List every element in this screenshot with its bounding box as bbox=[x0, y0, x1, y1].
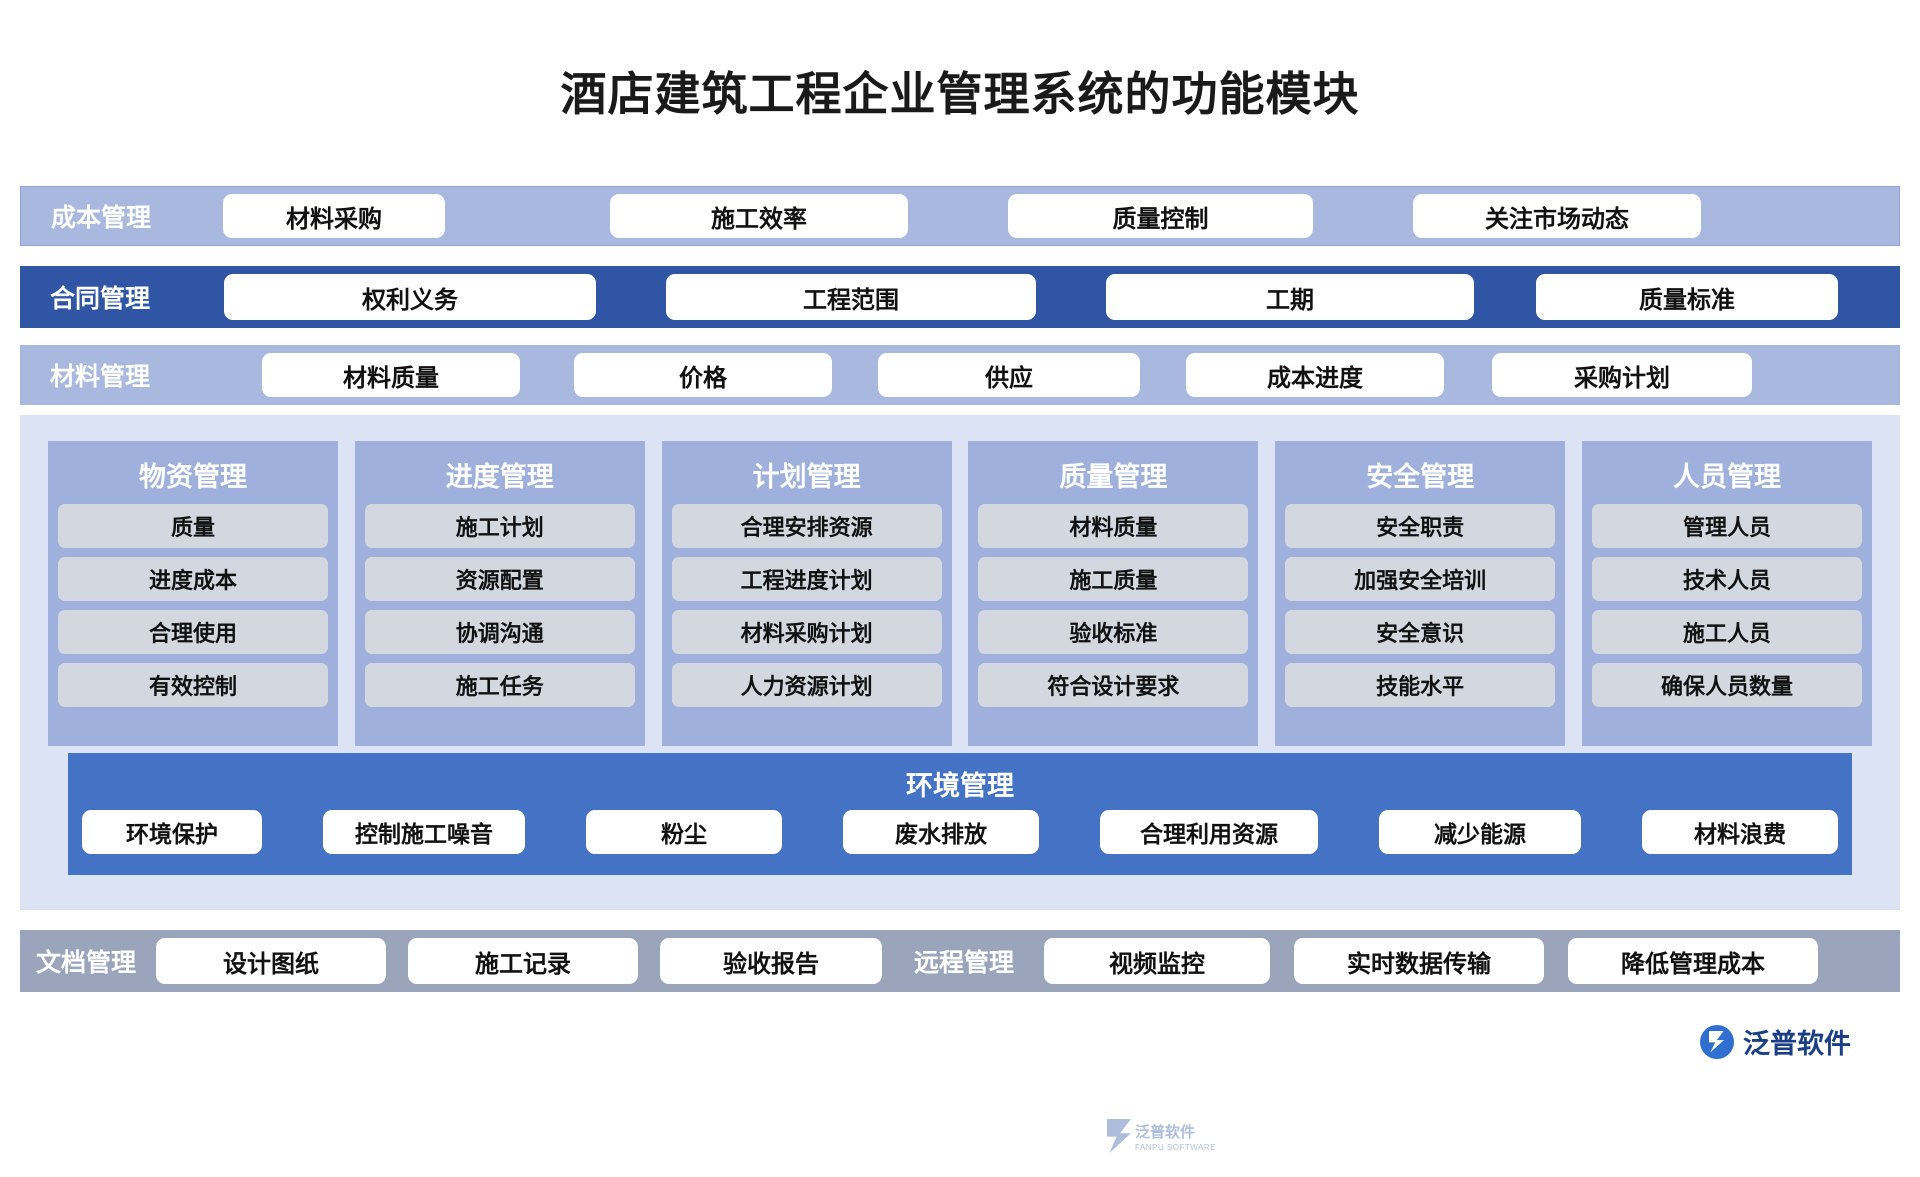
remote-item-1[interactable]: 视频监控 bbox=[1044, 938, 1271, 984]
environment-item-2[interactable]: 控制施工噪音 bbox=[323, 810, 525, 854]
column-item[interactable]: 资源配置 bbox=[364, 557, 635, 601]
document-item-3[interactable]: 验收报告 bbox=[660, 938, 883, 984]
column-item[interactable]: 施工人员 bbox=[1591, 610, 1862, 654]
column-item[interactable]: 合理安排资源 bbox=[671, 504, 942, 548]
column-title: 计划管理 bbox=[752, 462, 861, 492]
row-material-label: 材料管理 bbox=[50, 364, 151, 391]
column-title: 物资管理 bbox=[139, 462, 247, 492]
column-item[interactable]: 材料质量 bbox=[978, 504, 1249, 548]
environment-management-band: 环境管理 环境保护 控制施工噪音 粉尘 废水排放 合理利用资源 减少能源 材料浪… bbox=[68, 753, 1852, 875]
contract-item-3[interactable]: 工期 bbox=[1106, 274, 1474, 320]
module-column-personnel[interactable]: 人员管理 管理人员 技术人员 施工人员 确保人员数量 bbox=[1581, 441, 1872, 746]
column-item[interactable]: 施工质量 bbox=[978, 557, 1249, 601]
module-columns: 物资管理 质量 进度成本 合理使用 有效控制 进度管理 施工计划 资源配置 协调… bbox=[48, 441, 1872, 746]
environment-item-5[interactable]: 合理利用资源 bbox=[1100, 810, 1318, 854]
module-column-supplies[interactable]: 物资管理 质量 进度成本 合理使用 有效控制 bbox=[48, 441, 338, 746]
environment-item-7[interactable]: 材料浪费 bbox=[1642, 810, 1838, 854]
module-column-safety[interactable]: 安全管理 安全职责 加强安全培训 安全意识 技能水平 bbox=[1275, 441, 1566, 746]
column-title: 安全管理 bbox=[1366, 462, 1475, 492]
brand-logo: 泛普软件 bbox=[1700, 1022, 1851, 1061]
remote-management-label: 远程管理 bbox=[914, 950, 1015, 977]
cost-item-1[interactable]: 材料采购 bbox=[223, 194, 445, 238]
column-item[interactable]: 安全意识 bbox=[1285, 610, 1556, 654]
column-item[interactable]: 进度成本 bbox=[58, 557, 328, 601]
row-contract-management: 合同管理 权利义务 工程范围 工期 质量标准 bbox=[20, 266, 1900, 328]
module-column-progress[interactable]: 进度管理 施工计划 资源配置 协调沟通 施工任务 bbox=[354, 441, 645, 746]
watermark-fanpu: 泛普软件 FANPU SOFTWARE bbox=[1105, 1115, 1225, 1177]
material-item-4[interactable]: 成本进度 bbox=[1186, 353, 1444, 397]
document-management-label: 文档管理 bbox=[36, 950, 137, 977]
cost-item-2[interactable]: 施工效率 bbox=[610, 194, 908, 238]
diagram-canvas: 酒店建筑工程企业管理系统的功能模块 成本管理 材料采购 施工效率 质量控制 关注… bbox=[0, 0, 1920, 1080]
material-item-3[interactable]: 供应 bbox=[878, 353, 1140, 397]
column-item[interactable]: 加强安全培训 bbox=[1285, 557, 1556, 601]
environment-item-6[interactable]: 减少能源 bbox=[1379, 810, 1581, 854]
column-item[interactable]: 人力资源计划 bbox=[671, 663, 942, 707]
column-title: 进度管理 bbox=[445, 462, 554, 492]
core-modules-panel: 物资管理 质量 进度成本 合理使用 有效控制 进度管理 施工计划 资源配置 协调… bbox=[20, 415, 1900, 1153]
watermark-subtext: FANPU SOFTWARE bbox=[1135, 1143, 1216, 1152]
material-item-2[interactable]: 价格 bbox=[574, 353, 832, 397]
column-title: 人员管理 bbox=[1672, 462, 1781, 492]
column-item[interactable]: 合理使用 bbox=[58, 610, 328, 654]
column-item[interactable]: 施工任务 bbox=[364, 663, 635, 707]
module-column-quality[interactable]: 质量管理 材料质量 施工质量 验收标准 符合设计要求 bbox=[968, 441, 1259, 746]
environment-item-4[interactable]: 废水排放 bbox=[843, 810, 1039, 854]
row-material-management: 材料管理 材料质量 价格 供应 成本进度 采购计划 bbox=[20, 345, 1900, 405]
environment-item-1[interactable]: 环境保护 bbox=[82, 810, 262, 854]
column-item[interactable]: 验收标准 bbox=[978, 610, 1249, 654]
column-item[interactable]: 确保人员数量 bbox=[1591, 663, 1862, 707]
material-item-1[interactable]: 材料质量 bbox=[262, 353, 520, 397]
document-item-1[interactable]: 设计图纸 bbox=[156, 938, 387, 984]
environment-item-3[interactable]: 粉尘 bbox=[586, 810, 782, 854]
fanpu-logo-icon bbox=[1700, 1024, 1734, 1059]
remote-item-3[interactable]: 降低管理成本 bbox=[1568, 938, 1819, 984]
contract-item-2[interactable]: 工程范围 bbox=[666, 274, 1036, 320]
column-item[interactable]: 管理人员 bbox=[1591, 504, 1862, 548]
column-item[interactable]: 技能水平 bbox=[1285, 663, 1556, 707]
contract-item-1[interactable]: 权利义务 bbox=[224, 274, 596, 320]
environment-title: 环境管理 bbox=[906, 771, 1014, 801]
column-item[interactable]: 有效控制 bbox=[58, 663, 328, 707]
row-cost-management: 成本管理 材料采购 施工效率 质量控制 关注市场动态 bbox=[20, 186, 1900, 246]
brand-name: 泛普软件 bbox=[1743, 1029, 1851, 1059]
column-item[interactable]: 符合设计要求 bbox=[978, 663, 1249, 707]
column-title: 质量管理 bbox=[1059, 462, 1168, 492]
column-item[interactable]: 工程进度计划 bbox=[671, 557, 942, 601]
environment-items: 环境保护 控制施工噪音 粉尘 废水排放 合理利用资源 减少能源 材料浪费 bbox=[82, 810, 1838, 854]
column-item[interactable]: 安全职责 bbox=[1285, 504, 1556, 548]
cost-item-4[interactable]: 关注市场动态 bbox=[1413, 194, 1701, 238]
page-title: 酒店建筑工程企业管理系统的功能模块 bbox=[560, 69, 1360, 120]
column-item[interactable]: 协调沟通 bbox=[364, 610, 635, 654]
column-item[interactable]: 材料采购计划 bbox=[671, 610, 942, 654]
document-item-2[interactable]: 施工记录 bbox=[408, 938, 639, 984]
column-item[interactable]: 施工计划 bbox=[364, 504, 635, 548]
row-cost-label: 成本管理 bbox=[51, 205, 152, 232]
column-item[interactable]: 技术人员 bbox=[1591, 557, 1862, 601]
column-item[interactable]: 质量 bbox=[58, 504, 328, 548]
row-contract-label: 合同管理 bbox=[50, 286, 151, 313]
module-column-planning[interactable]: 计划管理 合理安排资源 工程进度计划 材料采购计划 人力资源计划 bbox=[661, 441, 952, 746]
watermark-text: 泛普软件 bbox=[1135, 1124, 1196, 1141]
material-item-5[interactable]: 采购计划 bbox=[1492, 353, 1752, 397]
contract-item-4[interactable]: 质量标准 bbox=[1536, 274, 1838, 320]
watermark-logo-icon bbox=[1107, 1119, 1131, 1153]
cost-item-3[interactable]: 质量控制 bbox=[1008, 194, 1313, 238]
bottom-management-bar: 文档管理 设计图纸 施工记录 验收报告 远程管理 视频监控 实时数据传输 降低管… bbox=[20, 930, 1900, 992]
remote-item-2[interactable]: 实时数据传输 bbox=[1294, 938, 1545, 984]
